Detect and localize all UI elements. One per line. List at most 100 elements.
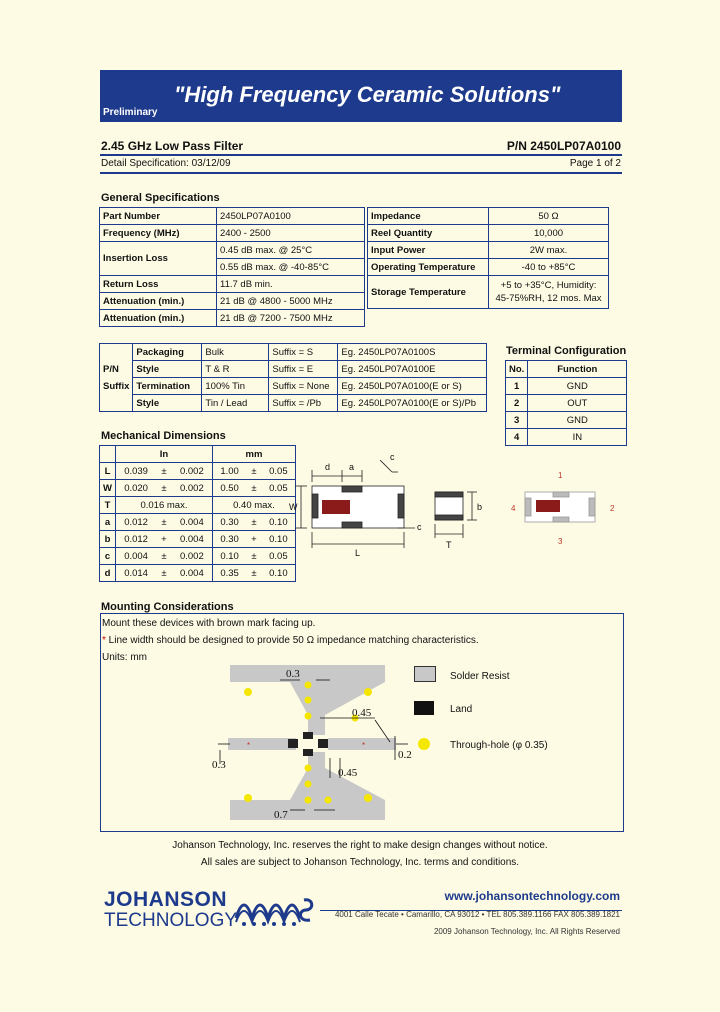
side-terminal-bottom	[341, 521, 363, 529]
dim-045-bottom: 0.45	[338, 767, 358, 779]
pn-cell: T & R	[201, 360, 270, 378]
company-address: 4001 Calle Tecate • Camarillo, CA 93012 …	[334, 910, 620, 919]
mech-cell: 0.10	[261, 564, 296, 582]
footer-notice-1: Johanson Technology, Inc. reserves the r…	[172, 840, 548, 851]
term-head: Function	[527, 360, 628, 378]
mech-cell: 0.40 max.	[211, 496, 296, 514]
mech-sym: c	[99, 547, 116, 565]
mech-sym: d	[99, 564, 116, 582]
mech-cell: ±	[246, 479, 262, 497]
pn-cell: Style	[132, 360, 203, 378]
pn-cell: Eg. 2450LP07A0100E	[337, 360, 488, 378]
dim-02-right: 0.2	[398, 749, 412, 761]
company-url[interactable]: www.johansontechnology.com	[444, 889, 620, 903]
general-spec-title: General Specifications	[101, 192, 220, 204]
spec-key: Operating Temperature	[367, 258, 489, 276]
spec-value: 0.45 dB max. @ 25°C	[216, 241, 365, 259]
mounting-note-1: Mount these devices with brown mark faci…	[102, 618, 316, 629]
logo-johanson: JOHANSON	[104, 888, 228, 911]
pn-cell: Termination	[132, 377, 203, 395]
pin-label-4: 4	[511, 504, 516, 513]
output-line	[328, 738, 396, 750]
pn-cell: 100% Tin	[201, 377, 270, 395]
dim-label-L: L	[355, 548, 360, 558]
land-pattern-drawing: * * 0.3 0.45 0.3 0.2 0.45 0.7	[212, 665, 412, 821]
dim-label-T: T	[446, 540, 452, 550]
mech-cell: ±	[156, 513, 172, 531]
land-gnd-bottom	[303, 749, 313, 756]
mech-cell: ±	[156, 547, 172, 565]
legend-label-land: Land	[450, 704, 473, 715]
spec-key: Frequency (MHz)	[99, 224, 217, 242]
pn-cell: Suffix = S	[268, 343, 339, 361]
part-number: P/N 2450LP07A0100	[506, 139, 621, 153]
mech-cell: 0.35	[211, 564, 247, 582]
term-func: GND	[527, 411, 628, 429]
dim-label-c: c	[390, 452, 395, 462]
logo-technology: TECHNOLOGY	[104, 910, 238, 931]
dim-03-left: 0.3	[212, 759, 226, 771]
mech-cell: 0.004	[114, 547, 157, 565]
mech-cell: 0.002	[171, 479, 213, 497]
legend-label-hole: Through-hole (φ 0.35)	[450, 740, 548, 751]
term-func: IN	[527, 428, 628, 446]
mech-cell: 0.020	[114, 479, 157, 497]
spec-value: 10,000	[488, 224, 609, 242]
header-rule	[100, 154, 622, 156]
mech-cell: 0.039	[114, 462, 157, 480]
dim-07-bottom: 0.7	[274, 809, 288, 821]
term-head: No.	[504, 360, 529, 378]
mech-cell: ±	[246, 547, 262, 565]
spec-key: Reel Quantity	[367, 224, 489, 242]
table-row: Termination 100% Tin Suffix = None Eg. 2…	[100, 377, 488, 395]
mech-cell: ±	[156, 564, 172, 582]
brown-mark	[322, 500, 350, 514]
land-out	[318, 739, 328, 748]
mech-cell: 0.10	[211, 547, 247, 565]
mech-corner	[99, 445, 116, 463]
table-row: Style T & R Suffix = E Eg. 2450LP07A0100…	[100, 360, 488, 378]
footer-notice-2: All sales are subject to Johanson Techno…	[200, 857, 520, 868]
pn-cell: Suffix = None	[268, 377, 339, 395]
table-row: No.Function	[504, 360, 628, 378]
mech-cell: ±	[246, 564, 262, 582]
mech-head-mm: mm	[211, 445, 296, 463]
spec-value: -40 to +85°C	[488, 258, 609, 276]
end-terminal-left	[311, 493, 319, 519]
through-holes	[244, 681, 372, 804]
pn-cell: Eg. 2450LP07A0100S	[337, 343, 488, 361]
land-gnd-top	[303, 732, 313, 739]
mech-sym: T	[99, 496, 116, 514]
mech-cell: ±	[246, 462, 262, 480]
legend-swatch-hole	[418, 738, 430, 750]
pin-label-2: 2	[610, 504, 615, 513]
logo-wave-icon	[234, 898, 314, 926]
mech-cell: 0.012	[114, 513, 157, 531]
pn-cell: Eg. 2450LP07A0100(E or S)/Pb	[337, 394, 488, 412]
dim-label-b: b	[477, 502, 482, 512]
mech-cell: 0.002	[171, 547, 213, 565]
storage-line-1: +5 to +35°C, Humidity:	[500, 280, 597, 291]
term-func: GND	[527, 377, 628, 395]
pn-cell: Bulk	[201, 343, 270, 361]
dim-label-c2: c	[417, 522, 422, 532]
term-no: 1	[504, 377, 529, 395]
spec-key: Impedance	[367, 207, 489, 225]
line-star-in: *	[247, 741, 250, 750]
table-row: Attenuation (min.)21 dB @ 4800 - 5000 MH…	[99, 292, 365, 310]
term-func: OUT	[527, 394, 628, 412]
product-title: 2.45 GHz Low Pass Filter	[101, 139, 244, 153]
preliminary-label: Preliminary	[103, 107, 158, 118]
mech-cell: 0.004	[171, 564, 213, 582]
spec-key: Part Number	[99, 207, 217, 225]
